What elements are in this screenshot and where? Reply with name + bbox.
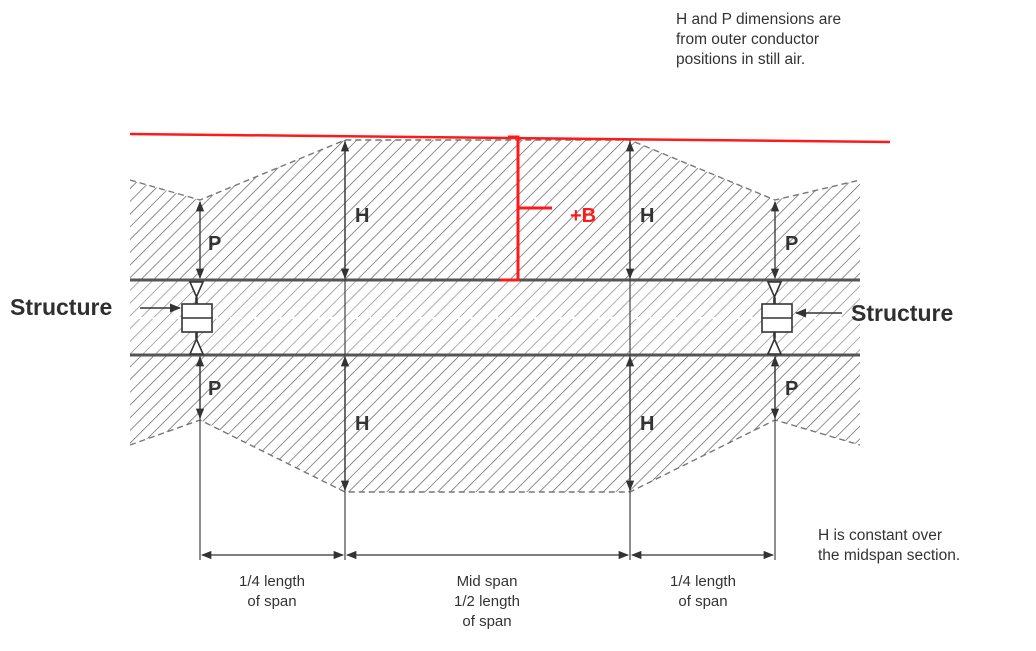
note-line: H and P dimensions are: [676, 11, 842, 28]
right-structure-icon: [761, 281, 793, 355]
note-line: from outer conductor: [676, 31, 820, 48]
note-line: H is constant over: [818, 527, 943, 544]
note-line: the midspan section.: [818, 547, 961, 564]
clearance-envelope-outline: [129, 139, 861, 493]
b-dimension-label: +B: [570, 205, 596, 227]
upper-clearance-zone: [130, 140, 860, 280]
p-label-upper-left: P: [208, 233, 221, 255]
left-structure-icon: [181, 281, 213, 355]
mid-span-label: Mid span 1/2 length of span: [454, 573, 520, 630]
p-label-lower-right: P: [785, 378, 798, 400]
structure-pointer-arrows: [140, 303, 842, 318]
h-label-upper-right: H: [640, 205, 654, 227]
bottom-right-note: H is constant over the midspan section.: [818, 526, 960, 566]
b-brace: [500, 135, 552, 282]
p-dimension-arrows: [195, 200, 780, 420]
top-right-note: H and P dimensions are from outer conduc…: [676, 10, 841, 70]
lower-clearance-zone: [130, 355, 860, 492]
note-line: positions in still air.: [676, 51, 806, 68]
structure-label-left: Structure: [10, 294, 113, 320]
structure-label-right: Structure: [851, 300, 954, 326]
quarter-span-label-left: 1/4 length of span: [239, 573, 305, 610]
quarter-span-label-right: 1/4 length of span: [670, 573, 736, 610]
h-label-lower-right: H: [640, 413, 654, 435]
h-dimension-arrows: [340, 140, 635, 492]
p-label-lower-left: P: [208, 378, 221, 400]
p-label-upper-right: P: [785, 233, 798, 255]
h-label-upper-left: H: [355, 205, 369, 227]
h-label-lower-left: H: [355, 413, 369, 435]
